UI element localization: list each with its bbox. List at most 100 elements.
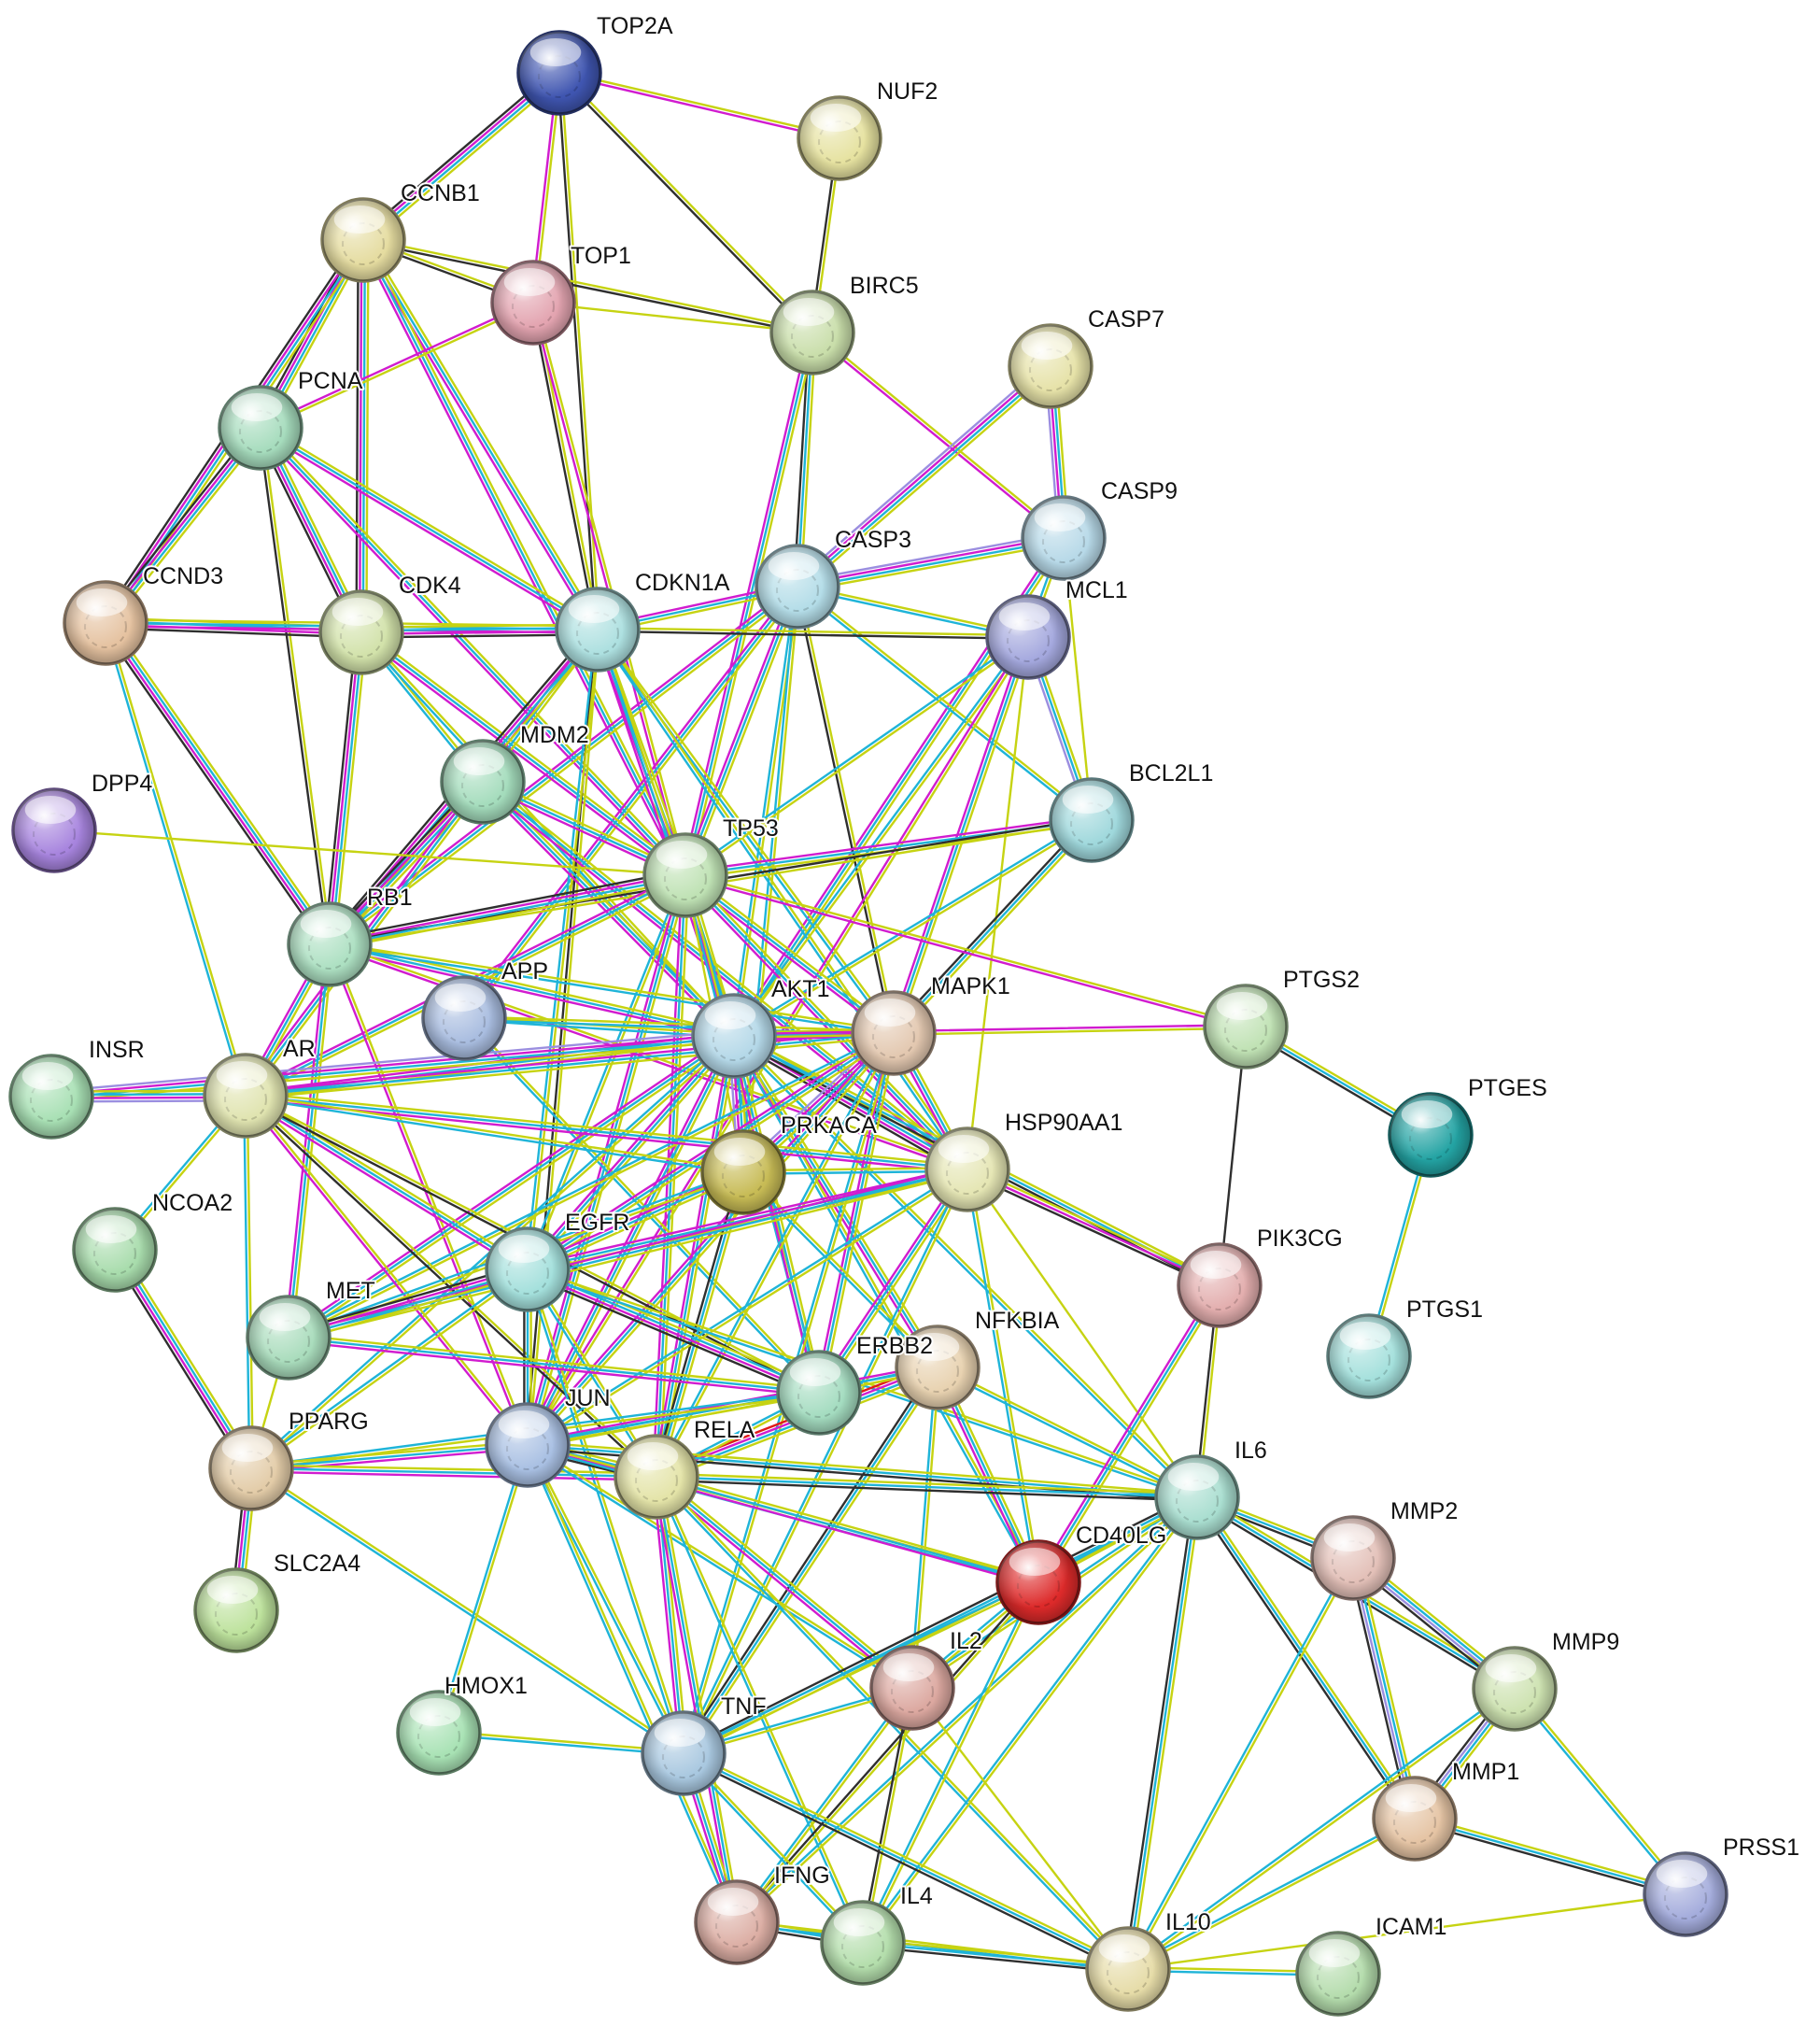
edge-JUN-HMOX1[interactable] — [436, 1443, 530, 1735]
node-mmp2[interactable]: MMP2 — [1310, 1496, 1460, 1601]
edge-TNF-IL4[interactable] — [681, 1750, 866, 1946]
edge-CCNB1-CDKN1A[interactable] — [359, 236, 602, 633]
edge-DPP4-TP53[interactable] — [52, 829, 687, 877]
node-top2a[interactable]: TOP2A — [516, 11, 675, 116]
edge-IL4-IL10[interactable] — [861, 1938, 1130, 1974]
node-casp7[interactable]: CASP7 — [1008, 305, 1166, 409]
edge-PIK3CG-CD40LG[interactable] — [1034, 1282, 1224, 1586]
edge-RB1-HSP90AA1[interactable] — [328, 942, 969, 1172]
node-hmox1[interactable]: HMOX1 — [396, 1671, 529, 1776]
node-hsp90aa1[interactable]: HSP90AA1 — [924, 1108, 1124, 1212]
node-nfkbia[interactable]: NFKBIA — [895, 1306, 1062, 1410]
node-prkaca[interactable]: PRKACA — [700, 1111, 879, 1215]
node-casp3[interactable]: CASP3 — [755, 525, 913, 630]
edge-CASP7-CASP3[interactable] — [793, 361, 1055, 592]
edge-CASP3-BCL2L1[interactable] — [795, 584, 1094, 823]
edge-MCL1-AKT1[interactable] — [731, 634, 1031, 1039]
edge-CDK4-RB1[interactable] — [323, 630, 368, 946]
edge-MMP9-PRSS1[interactable] — [1512, 1686, 1688, 1897]
node-cdk4[interactable]: CDK4 — [318, 571, 463, 675]
node-il2[interactable]: IL2 — [869, 1626, 984, 1731]
edge-MET-ERBB2[interactable] — [287, 1333, 821, 1397]
node-nuf2[interactable]: NUF2 — [797, 77, 939, 181]
edge-PRKACA-NFKBIA[interactable] — [741, 1169, 940, 1370]
edge-JUN-IL2[interactable] — [525, 1442, 915, 1691]
edge-AR-JUN[interactable] — [243, 1093, 530, 1448]
edge-BCL2L1-MAPK1[interactable] — [890, 816, 1095, 1037]
edge-RELA-IFNG[interactable] — [652, 1475, 741, 1924]
edge-CCNB1-TP53[interactable] — [359, 237, 690, 878]
node-icam1[interactable]: ICAM1 — [1295, 1912, 1448, 2017]
node-pik3cg[interactable]: PIK3CG — [1177, 1224, 1345, 1328]
node-cdkn1a[interactable]: CDKN1A — [555, 568, 732, 673]
edge-RELA-CD40LG[interactable] — [654, 1472, 1041, 1587]
edge-IL2-IL4[interactable] — [860, 1686, 915, 1945]
edge-PCNA-CDKN1A[interactable] — [258, 423, 600, 634]
edge-TNF-IL10[interactable] — [681, 1749, 1131, 1974]
edge-IL2-IFNG[interactable] — [734, 1685, 915, 1925]
edge-AR-PPARG[interactable] — [243, 1094, 254, 1470]
edge-MAPK1-MET[interactable] — [287, 1030, 896, 1340]
edge-CCND3-RB1[interactable] — [100, 618, 335, 949]
edge-TOP1-PCNA[interactable] — [259, 300, 535, 431]
edge-BCL2L1-AKT1[interactable] — [731, 817, 1094, 1039]
node-il10[interactable]: IL10 — [1085, 1907, 1213, 2012]
node-dpp4[interactable]: DPP4 — [11, 769, 154, 873]
edge-CDK4-AKT1[interactable] — [359, 630, 737, 1039]
edge-CASP3-APP[interactable] — [460, 583, 801, 1022]
node-mcl1[interactable]: MCL1 — [985, 575, 1130, 680]
node-akt1[interactable]: AKT1 — [691, 974, 832, 1079]
edge-PTGS2-AKT1[interactable] — [732, 1023, 1248, 1040]
node-ptgs2[interactable]: PTGS2 — [1203, 965, 1361, 1070]
edge-MMP2-IL10[interactable] — [1125, 1555, 1356, 1972]
edge-CASP3-RB1[interactable] — [326, 582, 801, 949]
edge-RELA-IL4[interactable] — [654, 1475, 866, 1945]
edge-MMP2-MMP1[interactable] — [1347, 1555, 1421, 1821]
node-pcna[interactable]: PCNA — [218, 366, 365, 471]
node-ifng[interactable]: IFNG — [694, 1861, 832, 1965]
edge-CD40LG-TNF[interactable] — [682, 1580, 1041, 1756]
node-rela[interactable]: RELA — [614, 1415, 757, 1520]
node-bcl2l1[interactable]: BCL2L1 — [1049, 758, 1215, 863]
node-mmp1[interactable]: MMP1 — [1372, 1757, 1521, 1862]
node-prss1[interactable]: PRSS1 — [1643, 1833, 1801, 1937]
edge-HSP90AA1-TNF[interactable] — [681, 1167, 970, 1756]
edge-NCOA2-PPARG[interactable] — [109, 1245, 257, 1473]
edge-MMP9-IL10[interactable] — [1125, 1686, 1517, 1972]
node-il4[interactable]: IL4 — [820, 1881, 935, 1986]
node-rb1[interactable]: RB1 — [287, 883, 415, 987]
node-tp53[interactable]: TP53 — [642, 814, 781, 918]
node-mmp9[interactable]: MMP9 — [1472, 1627, 1621, 1732]
edge-MCL1-HSP90AA1[interactable] — [966, 635, 1030, 1171]
edge-TP53-PTGS2[interactable] — [684, 872, 1248, 1029]
edge-MMP1-PRSS1[interactable] — [1412, 1814, 1688, 1899]
edge-PTGS2-PIK3CG[interactable] — [1218, 1025, 1248, 1287]
edge-BIRC5-CASP9[interactable] — [810, 330, 1066, 541]
node-ar[interactable]: AR — [203, 1034, 317, 1139]
edge-CCNB1-CDK4[interactable] — [355, 238, 370, 634]
edge-CASP9-CASP3[interactable] — [795, 531, 1066, 593]
edge-TOP2A-CCNB1[interactable] — [359, 67, 564, 246]
edge-CDK4-TP53[interactable] — [358, 628, 689, 880]
node-ptgs1[interactable]: PTGS1 — [1326, 1295, 1485, 1399]
node-il6[interactable]: IL6 — [1154, 1436, 1269, 1540]
edge-CASP3-MAPK1[interactable] — [795, 585, 896, 1035]
edge-PPARG-JUN[interactable] — [249, 1440, 529, 1473]
edge-CD40LG-IL4[interactable] — [860, 1580, 1041, 1946]
edge-TP53-RB1[interactable] — [327, 869, 688, 951]
edge-MAPK1-RELA[interactable] — [654, 1030, 896, 1480]
edge-NFKBIA-IL6[interactable] — [936, 1365, 1200, 1500]
edge-ERBB2-JUN[interactable] — [526, 1389, 821, 1449]
node-slc2a4[interactable]: SLC2A4 — [193, 1549, 362, 1653]
edge-EGFR-PPARG[interactable] — [248, 1267, 530, 1471]
edge-MCL1-TP53[interactable] — [683, 634, 1031, 878]
edge-TOP2A-BIRC5[interactable] — [557, 70, 815, 335]
node-top1[interactable]: TOP1 — [490, 241, 633, 346]
node-erbb2[interactable]: ERBB2 — [776, 1331, 935, 1436]
edge-IL6-IL10[interactable] — [1123, 1495, 1202, 1971]
edge-PPARG-TNF[interactable] — [248, 1466, 686, 1756]
edge-CCNB1-BIRC5[interactable] — [361, 236, 814, 335]
edge-PPARG-RELA[interactable] — [249, 1464, 658, 1481]
node-mdm2[interactable]: MDM2 — [440, 720, 591, 825]
node-met[interactable]: MET — [246, 1276, 377, 1381]
